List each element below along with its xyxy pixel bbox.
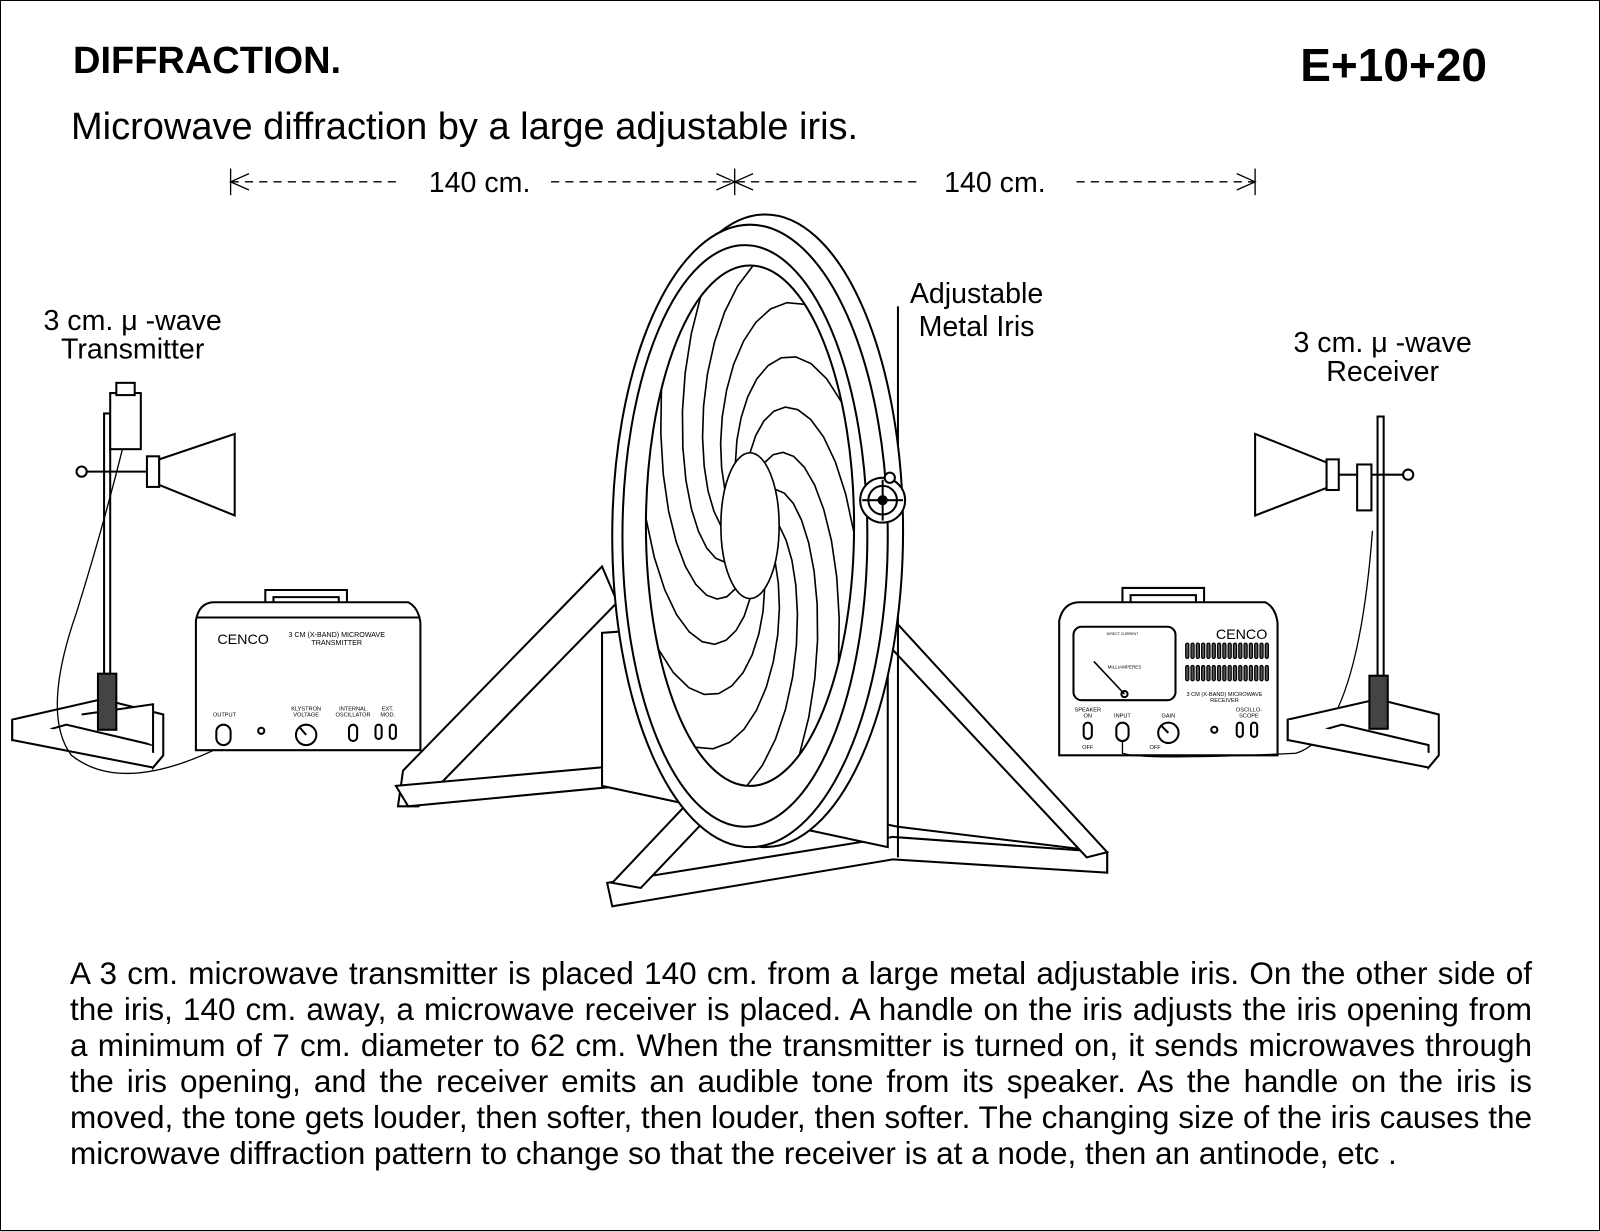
speaker-grille-slot <box>1201 642 1206 659</box>
speaker-grille-slot <box>1211 642 1216 659</box>
speaker-grille-slot <box>1264 642 1269 659</box>
iris-label-line2: Metal Iris <box>919 311 1035 343</box>
iris-opening <box>720 452 780 600</box>
iris-blade <box>657 588 766 696</box>
speaker-grille-slot <box>1227 642 1232 659</box>
meter-milliamperes: MILLIAMPERES <box>1108 665 1142 670</box>
iris-blade <box>734 356 843 463</box>
iris-blade <box>764 451 841 663</box>
speaker-grille-slot <box>1243 664 1248 682</box>
dimension-left-label: 140 cm. <box>429 167 531 199</box>
page-title: DIFFRACTION. <box>73 40 342 82</box>
speaker-grille-slot <box>1206 664 1211 682</box>
speaker-grille-slot <box>1238 664 1243 682</box>
dimension-right-label: 140 cm. <box>944 167 1046 199</box>
transmitter-box: CENCO 3 CM (X-BAND) MICROWAVE TRANSMITTE… <box>194 588 422 752</box>
speaker-grille-slot <box>1195 664 1201 682</box>
input-label: INPUT <box>1114 714 1131 720</box>
transmitter-label-line2: Transmitter <box>61 333 205 365</box>
speaker-grille-slot <box>1254 664 1259 682</box>
speaker-grille-slot <box>1222 642 1227 659</box>
iris-blade <box>719 301 805 490</box>
receiver-brand: CENCO <box>1216 627 1268 643</box>
speaker-grille-slot <box>1222 664 1227 682</box>
mod-label: MOD. <box>380 713 395 719</box>
speaker-grille-slot <box>1243 642 1248 659</box>
iris-blade <box>645 517 751 646</box>
oscillator-label: OSCILLATOR <box>336 713 371 719</box>
receiver-stand <box>1254 415 1440 771</box>
receiver-model-line1: 3 CM (X-BAND) MICROWAVE <box>1186 692 1262 698</box>
speaker-grille-slot <box>1185 664 1190 682</box>
transmitter-label-line1: 3 cm. μ -wave <box>43 305 221 337</box>
dimension-arrows <box>228 168 1257 196</box>
speaker-grille-slot <box>1259 642 1264 659</box>
speaker-grille-slot <box>1238 642 1243 659</box>
speaker-grille-slot <box>1254 642 1259 659</box>
page-subtitle: Microwave diffraction by a large adjusta… <box>71 106 859 148</box>
speaker-grille-slot <box>1201 664 1206 682</box>
transmitter-model-line2: TRANSMITTER <box>311 639 362 647</box>
speaker-grille-slot <box>1232 664 1238 682</box>
oscilloscope-label-line2: SCOPE <box>1239 714 1259 720</box>
transmitter-stand <box>11 381 236 775</box>
speaker-grille-slot <box>1185 642 1190 659</box>
iris-blade <box>774 488 819 755</box>
speaker-off-label: OFF <box>1082 745 1094 751</box>
iris-blade <box>681 296 726 563</box>
receiver-box: CENCO DIRECT CURRENT MILLIAMPERES 3 CM (… <box>1058 530 1374 758</box>
speaker-label: SPEAKER <box>1075 707 1102 713</box>
output-label: OUTPUT <box>213 713 237 719</box>
demo-code: E+10+20 <box>1300 39 1487 91</box>
speaker-grille-slot <box>1248 664 1254 682</box>
gain-off-label: OFF <box>1149 745 1161 751</box>
speaker-grille-slot <box>1216 664 1222 682</box>
voltage-label: VOLTAGE <box>293 713 319 719</box>
speaker-grille-slot <box>1227 664 1232 682</box>
receiver-label-line1: 3 cm. μ -wave <box>1293 327 1471 359</box>
iris-blade <box>695 562 781 750</box>
iris-blade <box>701 265 754 527</box>
description-paragraph: A 3 cm. microwave transmitter is placed … <box>70 955 1532 1171</box>
speaker-on-label: ON <box>1084 714 1092 720</box>
iris-ring <box>611 213 905 849</box>
iris-handle[interactable] <box>859 471 907 524</box>
receiver-label-line2: Receiver <box>1326 356 1439 388</box>
iris-blades <box>645 265 855 787</box>
meter-direct-current: DIRECT CURRENT <box>1107 632 1139 636</box>
receiver-model-line2: RECEIVER <box>1210 698 1239 704</box>
speaker-grille-slot <box>1190 642 1195 659</box>
iris-blade <box>659 389 736 600</box>
speaker-grille-slot <box>1216 642 1222 659</box>
speaker-grille-slot <box>1259 664 1264 682</box>
transmitter-model-line1: 3 CM (X-BAND) MICROWAVE <box>288 631 385 639</box>
speaker-grille-slot <box>1264 664 1269 682</box>
transmitter-brand: CENCO <box>217 632 269 648</box>
iris-blade <box>749 406 855 534</box>
internal-label: INTERNAL <box>339 706 367 712</box>
speaker-grille-slot <box>1190 664 1195 682</box>
gain-label: GAIN <box>1162 714 1176 720</box>
iris-label-line1: Adjustable <box>910 278 1043 310</box>
speaker-grille-slot <box>1248 642 1254 659</box>
klystron-label: KLYSTRON <box>291 706 321 712</box>
speaker-grille-slot <box>1206 642 1211 659</box>
ext-label: EXT. <box>382 706 394 712</box>
speaker-grille-slot <box>1195 642 1201 659</box>
iris-blade <box>746 525 799 787</box>
oscilloscope-label-line1: OSCILLO- <box>1236 707 1262 713</box>
speaker-grille-slot <box>1232 642 1238 659</box>
speaker-grille-slot <box>1211 664 1216 682</box>
